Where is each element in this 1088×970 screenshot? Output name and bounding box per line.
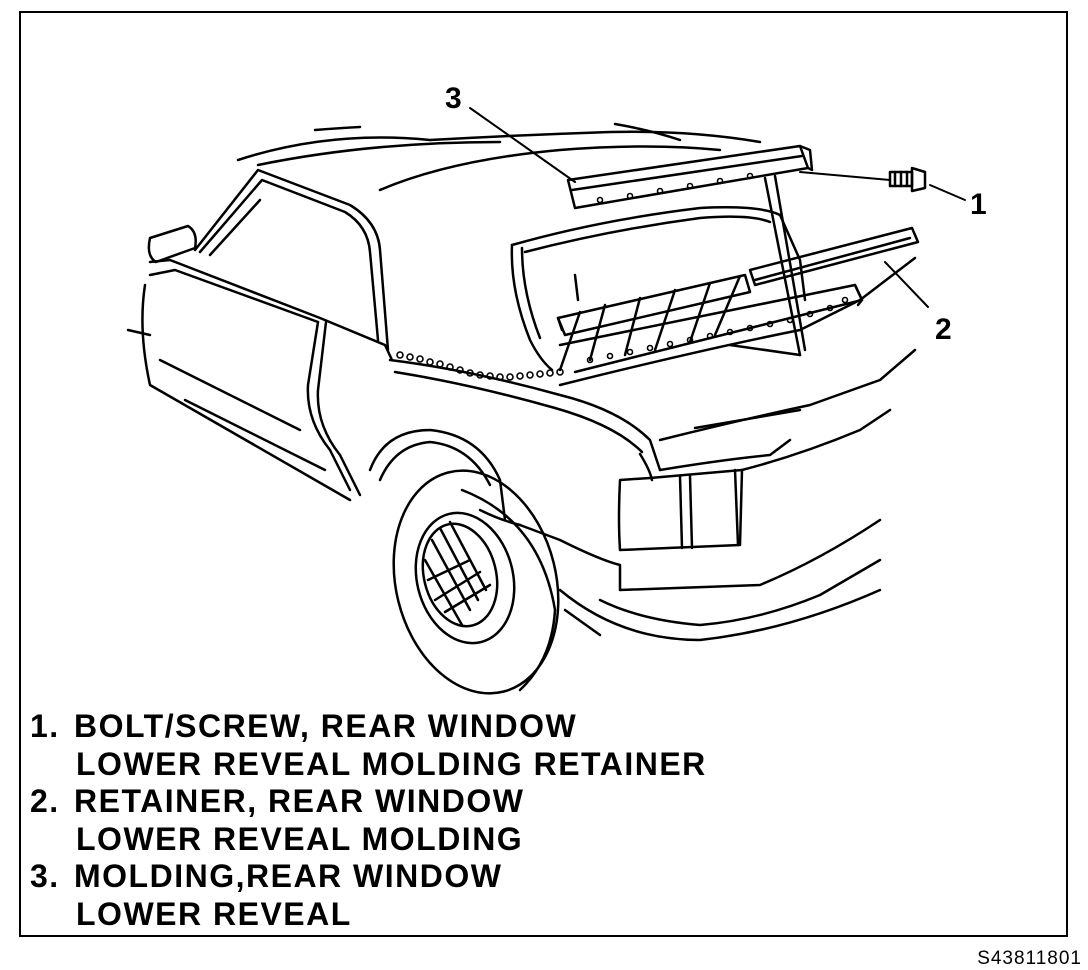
legend-label-line2: LOWER REVEAL [76, 895, 352, 932]
tail-light [617, 468, 744, 552]
rear-window [396, 206, 807, 381]
diagram-frame [19, 11, 1068, 937]
legend-number: 3. [30, 858, 60, 894]
leader-lines [469, 107, 966, 308]
legend-number: 1. [30, 708, 60, 744]
legend-label-line2: LOWER REVEAL MOLDING RETAINER [76, 745, 707, 782]
legend-label-line2: LOWER REVEAL MOLDING [76, 820, 524, 857]
callout-3: 3 [445, 82, 462, 115]
side-mirror [147, 224, 197, 264]
callout-1: 1 [970, 188, 987, 221]
figure-id: S43811801 [977, 948, 1082, 969]
legend-number: 2. [30, 783, 60, 819]
rear-wheel [392, 469, 560, 695]
legend-label-line1: BOLT/SCREW, REAR WINDOW [74, 708, 578, 744]
bolt-screw-icon [888, 166, 927, 193]
legend-item-1: 1. BOLT/SCREW, REAR WINDOW LOWER REVEAL M… [30, 708, 707, 783]
molding-rear-window-lower-reveal [566, 144, 814, 357]
callout-2: 2 [935, 313, 952, 346]
legend-item-2: 2. RETAINER, REAR WINDOW LOWER REVEAL MOL… [30, 783, 707, 858]
car-body [126, 122, 917, 642]
retainer-rear-window-lower-reveal-molding [556, 226, 920, 374]
legend-item-3: 3. MOLDING,REAR WINDOW LOWER REVEAL [30, 858, 707, 933]
parts-legend: 1. BOLT/SCREW, REAR WINDOW LOWER REVEAL M… [30, 708, 707, 933]
legend-label-line1: RETAINER, REAR WINDOW [74, 783, 525, 819]
legend-label-line1: MOLDING,REAR WINDOW [74, 858, 503, 894]
